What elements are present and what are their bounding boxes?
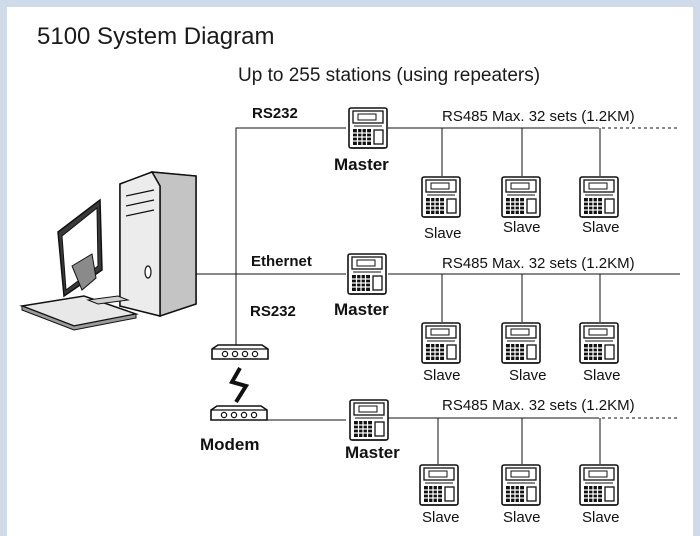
slave-label: Slave (422, 509, 460, 526)
master-device-icon (347, 253, 387, 295)
master-device-icon (349, 399, 389, 441)
slave-label: Slave (509, 367, 547, 384)
slave-label: Slave (424, 225, 462, 242)
slave-label: Slave (582, 509, 620, 526)
master-label: Master (345, 443, 400, 462)
slave-device-icon (579, 464, 619, 506)
bus-group-3: Master RS485 Max. 32 sets (1.2KM) Slave … (345, 397, 680, 526)
bus-label: RS485 Max. 32 sets (1.2KM) (442, 397, 635, 414)
rs232-label: RS232 (252, 105, 298, 122)
bus-group-2: Master RS485 Max. 32 sets (1.2KM) Slave … (334, 253, 680, 384)
slave-device-icon (579, 176, 619, 218)
diagram-subtitle: Up to 255 stations (using repeaters) (238, 65, 540, 86)
modem-icon (210, 405, 268, 421)
slave-device-icon (421, 322, 461, 364)
master-label: Master (334, 300, 389, 319)
diagram-title: 5100 System Diagram (37, 23, 274, 50)
modem-label: Modem (200, 435, 260, 454)
slave-label: Slave (503, 219, 541, 236)
connection-lines (196, 127, 346, 421)
modem-icon (211, 344, 269, 360)
wireless-link-icon (228, 367, 250, 404)
bus-group-1: Master RS485 Max. 32 sets (1.2KM) Slave … (334, 107, 680, 242)
computer-icon (19, 171, 197, 331)
bus-label: RS485 Max. 32 sets (1.2KM) (442, 108, 635, 125)
ethernet-label: Ethernet (251, 253, 312, 270)
slave-device-icon (421, 176, 461, 218)
slave-device-icon (501, 322, 541, 364)
slave-label: Slave (583, 367, 621, 384)
slave-device-icon (501, 464, 541, 506)
slave-device-icon (419, 464, 459, 506)
master-device-icon (348, 107, 388, 149)
slave-label: Slave (423, 367, 461, 384)
rs232-label: RS232 (250, 303, 296, 320)
bus-label: RS485 Max. 32 sets (1.2KM) (442, 255, 635, 272)
slave-device-icon (579, 322, 619, 364)
master-label: Master (334, 155, 389, 174)
slave-device-icon (501, 176, 541, 218)
slave-label: Slave (503, 509, 541, 526)
slave-label: Slave (582, 219, 620, 236)
